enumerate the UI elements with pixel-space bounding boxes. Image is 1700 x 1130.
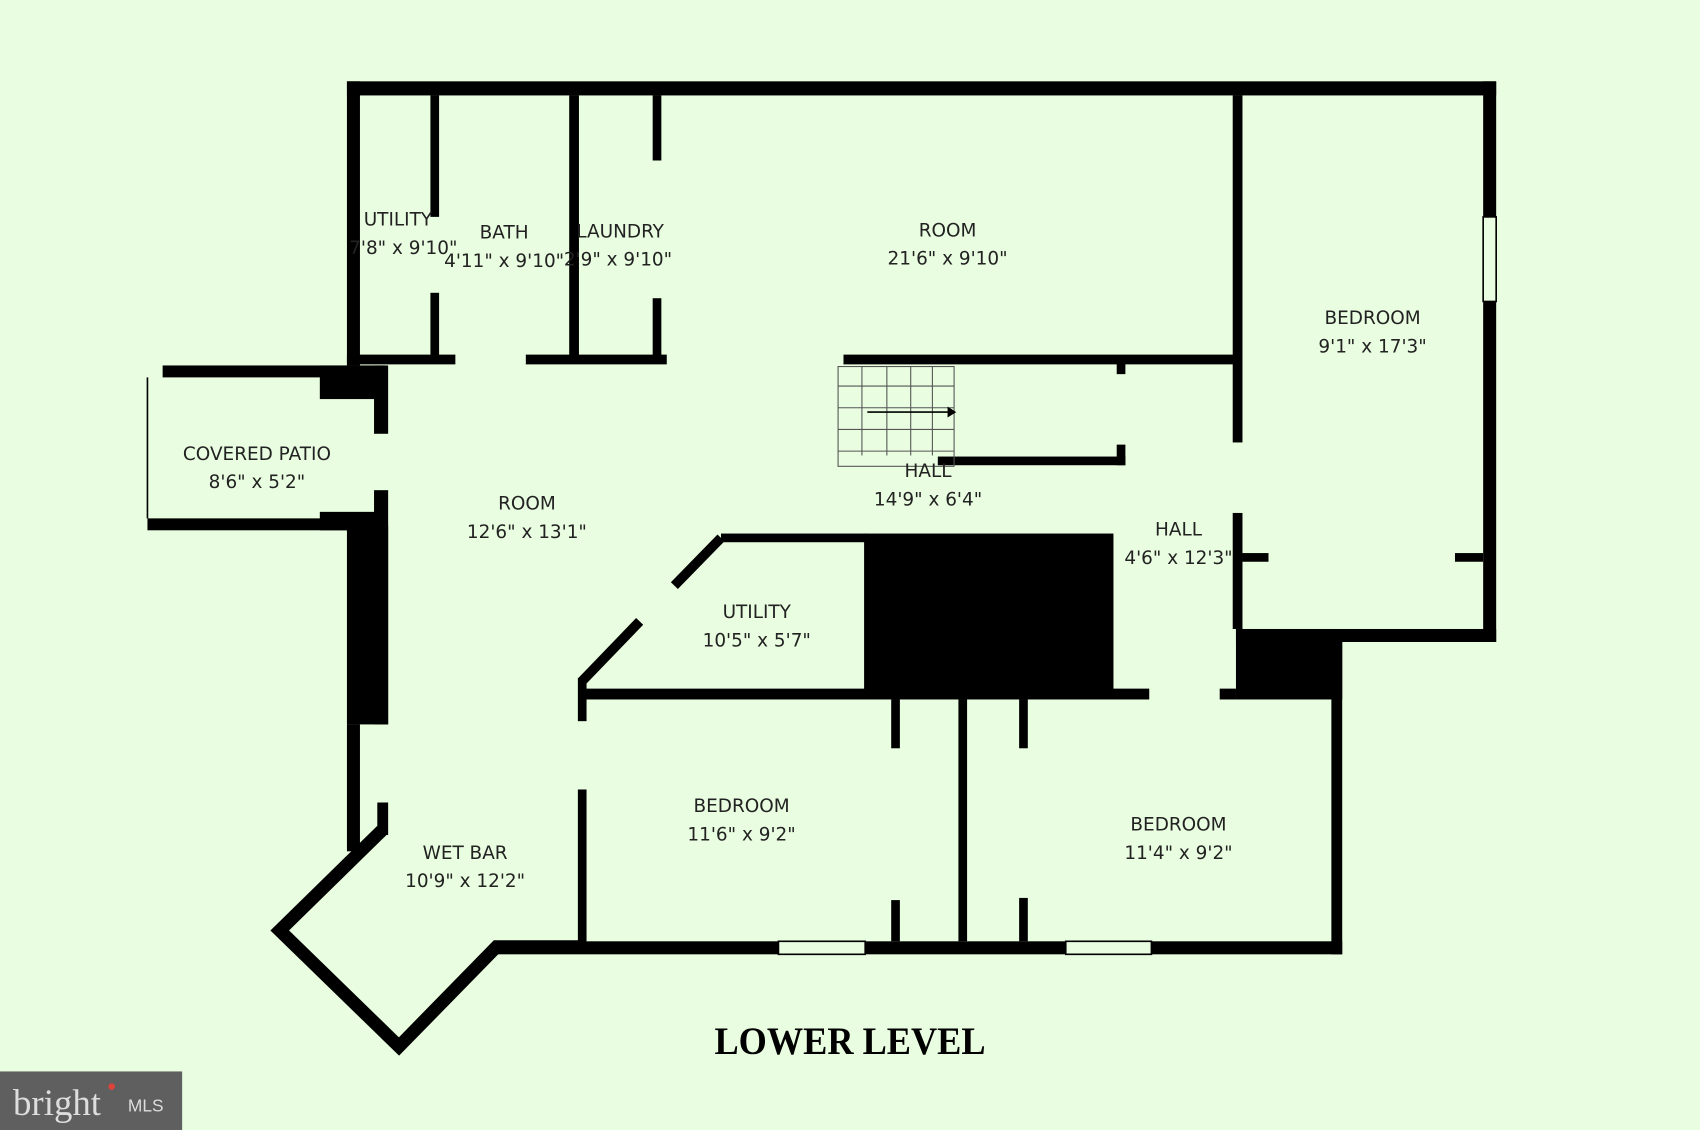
room-size: 4'6" x 12'3": [1124, 548, 1232, 569]
room-size: 21'6" x 9'10": [888, 249, 1008, 270]
room-name: BEDROOM: [1130, 815, 1226, 836]
room-name: HALL: [905, 461, 953, 482]
room-size: 10'5" x 5'7": [703, 630, 811, 651]
room-name: BEDROOM: [1324, 308, 1420, 329]
room-size: 12'6" x 13'1": [467, 522, 587, 543]
room-labels: UTILITY 7'8" x 9'10" BATH 4'11" x 9'10" …: [183, 210, 1427, 893]
room-size: 11'6" x 9'2": [687, 824, 795, 845]
svg-text:MLS: MLS: [128, 1096, 164, 1116]
room-size: 7'8" x 9'10": [349, 238, 457, 259]
room-name: LAUNDRY: [576, 221, 664, 242]
room-name: BATH: [480, 223, 529, 244]
stairs: [837, 366, 957, 467]
room-size: 11'4" x 9'2": [1124, 843, 1232, 864]
room-name: WET BAR: [423, 843, 508, 864]
room-size: 4'11" x 9'10": [444, 251, 564, 272]
bright-mls-logo: bright MLS: [0, 1071, 183, 1130]
room-name: ROOM: [919, 220, 977, 241]
room-size: 2'9" x 9'10": [564, 250, 672, 271]
room-size: 9'1" x 17'3": [1318, 336, 1426, 357]
room-name: BEDROOM: [694, 796, 790, 817]
room-name: COVERED PATIO: [183, 444, 331, 465]
floor-title: LOWER LEVEL: [714, 1020, 985, 1063]
room-name: UTILITY: [723, 602, 792, 623]
walls: [146, 81, 1497, 1056]
room-size: 14'9" x 6'4": [874, 489, 982, 510]
room-size: 8'6" x 5'2": [209, 472, 306, 493]
room-name: UTILITY: [364, 210, 433, 231]
room-name: HALL: [1155, 520, 1203, 541]
svg-text:bright: bright: [13, 1082, 102, 1123]
room-name: ROOM: [498, 494, 556, 515]
room-size: 10'9" x 12'2": [405, 871, 525, 892]
